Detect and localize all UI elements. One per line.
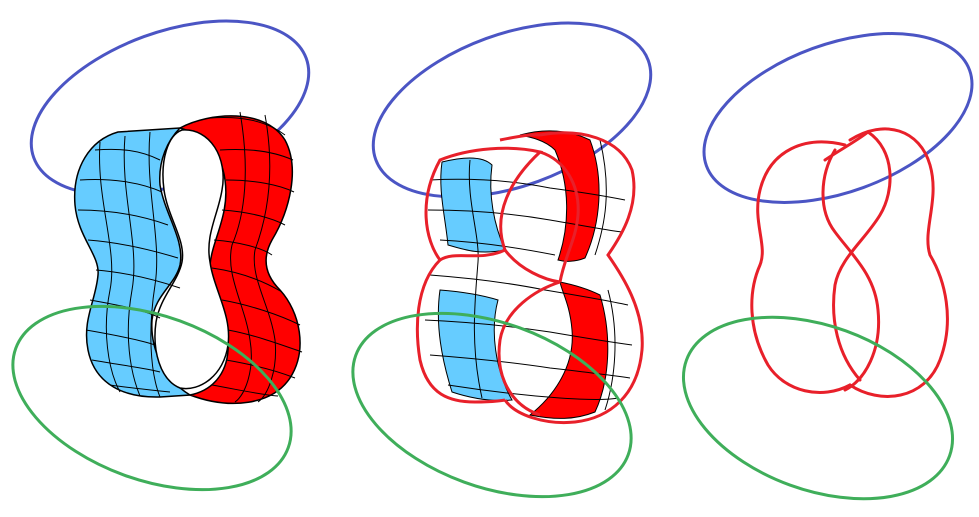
panel-partial-surface (328, 0, 675, 517)
red-knot-curve (752, 129, 948, 397)
panel-solid-surface (0, 0, 332, 517)
blue-strip-upper (441, 158, 505, 252)
green-ring (658, 283, 977, 517)
blue-ring (350, 0, 674, 231)
red-strip-lower (530, 282, 608, 418)
panel-curve-only (658, 1, 979, 517)
blue-ring (681, 1, 979, 236)
